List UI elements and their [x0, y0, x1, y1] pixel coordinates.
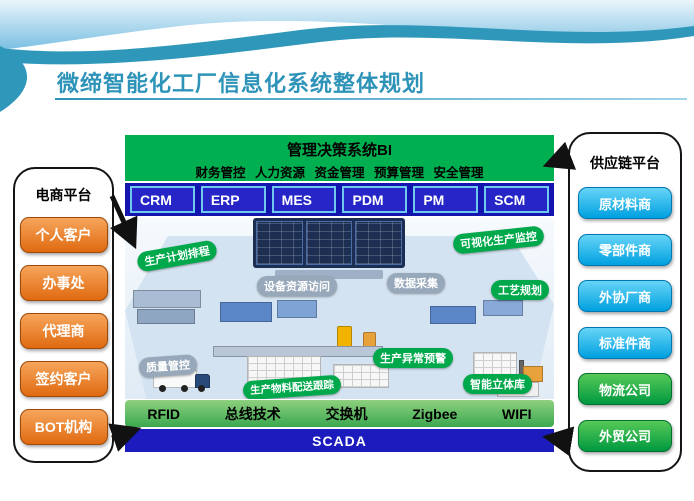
- robot-arm: [337, 326, 352, 348]
- ecommerce-item-contracted-customer: 签约客户: [19, 361, 108, 397]
- module-scm: SCM: [484, 186, 549, 213]
- supply-chain-panel-label: 供应链平台: [590, 154, 660, 171]
- technology-row: RFID 总线技术 交换机 Zigbee WIFI: [125, 400, 554, 427]
- module-mes: MES: [271, 186, 337, 213]
- tech-rfid: RFID: [147, 405, 181, 422]
- control-desk: [275, 270, 383, 279]
- machine-block: [430, 306, 476, 324]
- callout-data-collection: 数据采集: [387, 273, 445, 293]
- callout-quality-control: 质量管控: [138, 354, 198, 378]
- monitor-screen: [305, 221, 353, 265]
- control-room-monitor-wall: [253, 218, 405, 268]
- tech-switch: 交换机: [325, 405, 368, 422]
- module-pdm: PDM: [342, 186, 408, 213]
- title-underline: [55, 98, 687, 100]
- machine-block: [277, 300, 317, 318]
- supply-item-foreign-trade: 外贸公司: [578, 419, 672, 452]
- ecommerce-panel-label: 电商平台: [35, 187, 92, 203]
- monitor-screen: [355, 221, 403, 265]
- ecommerce-item-office: 办事处: [19, 265, 108, 301]
- supply-item-parts: 零部件商: [578, 233, 672, 266]
- tech-wifi: WIFI: [502, 405, 532, 422]
- bi-banner: 管理决策系统BI 财务管控 人力资源 资金管理 预算管理 安全管理: [125, 135, 554, 181]
- ecommerce-item-personal-customer: 个人客户: [19, 217, 108, 253]
- supply-item-raw-material: 原材料商: [578, 187, 672, 219]
- truck-wheel: [181, 385, 188, 392]
- tech-bus: 总线技术: [224, 405, 281, 422]
- module-erp: ERP: [200, 186, 266, 213]
- ecommerce-panel: 电商平台 个人客户 办事处 代理商 签约客户 BOT机构: [13, 167, 114, 463]
- supply-item-outsourcing: 外协厂商: [578, 280, 672, 312]
- callout-smart-warehouse: 智能立体库: [463, 374, 532, 394]
- module-crm: CRM: [130, 186, 195, 213]
- machine-block: [133, 290, 201, 308]
- ecommerce-item-bot: BOT机构: [19, 409, 108, 445]
- bi-banner-title: 管理决策系统BI: [286, 142, 392, 159]
- header-wave-graphic: [0, 0, 694, 112]
- tech-zigbee: Zigbee: [412, 405, 458, 422]
- page-title: 微缔智能化工厂信息化系统整体规划: [57, 71, 426, 96]
- module-pm: PM: [413, 186, 479, 213]
- machine-block: [220, 302, 272, 322]
- monitor-screen: [256, 221, 303, 265]
- factory-illustration: 生产计划排程 设备资源访问 数据采集 可视化生产监控 工艺规划 质量管控 生产异…: [125, 218, 554, 399]
- supply-item-logistics: 物流公司: [578, 373, 672, 405]
- truck-wheel: [198, 385, 205, 392]
- scada-bar: SCADA: [125, 429, 554, 452]
- carton-stack: [473, 352, 517, 376]
- bi-banner-subtitle: 财务管控 人力资源 资金管理 预算管理 安全管理: [195, 166, 484, 180]
- machine-block: [137, 309, 195, 324]
- truck-wheel: [159, 385, 166, 392]
- supply-item-standard-parts: 标准件商: [578, 326, 672, 359]
- callout-equipment-resource-access: 设备资源访问: [257, 276, 337, 296]
- supply-chain-panel: 供应链平台 原材料商 零部件商 外协厂商 标准件商 物流公司 外贸公司: [568, 132, 682, 472]
- ecommerce-item-agent: 代理商: [19, 313, 108, 349]
- system-modules-row: CRM ERP MES PDM PM SCM: [125, 183, 554, 216]
- carton-stack: [333, 364, 389, 388]
- callout-production-exception-alert: 生产异常预警: [373, 348, 453, 368]
- machine-block: [483, 300, 523, 316]
- callout-process-planning: 工艺规划: [491, 280, 549, 300]
